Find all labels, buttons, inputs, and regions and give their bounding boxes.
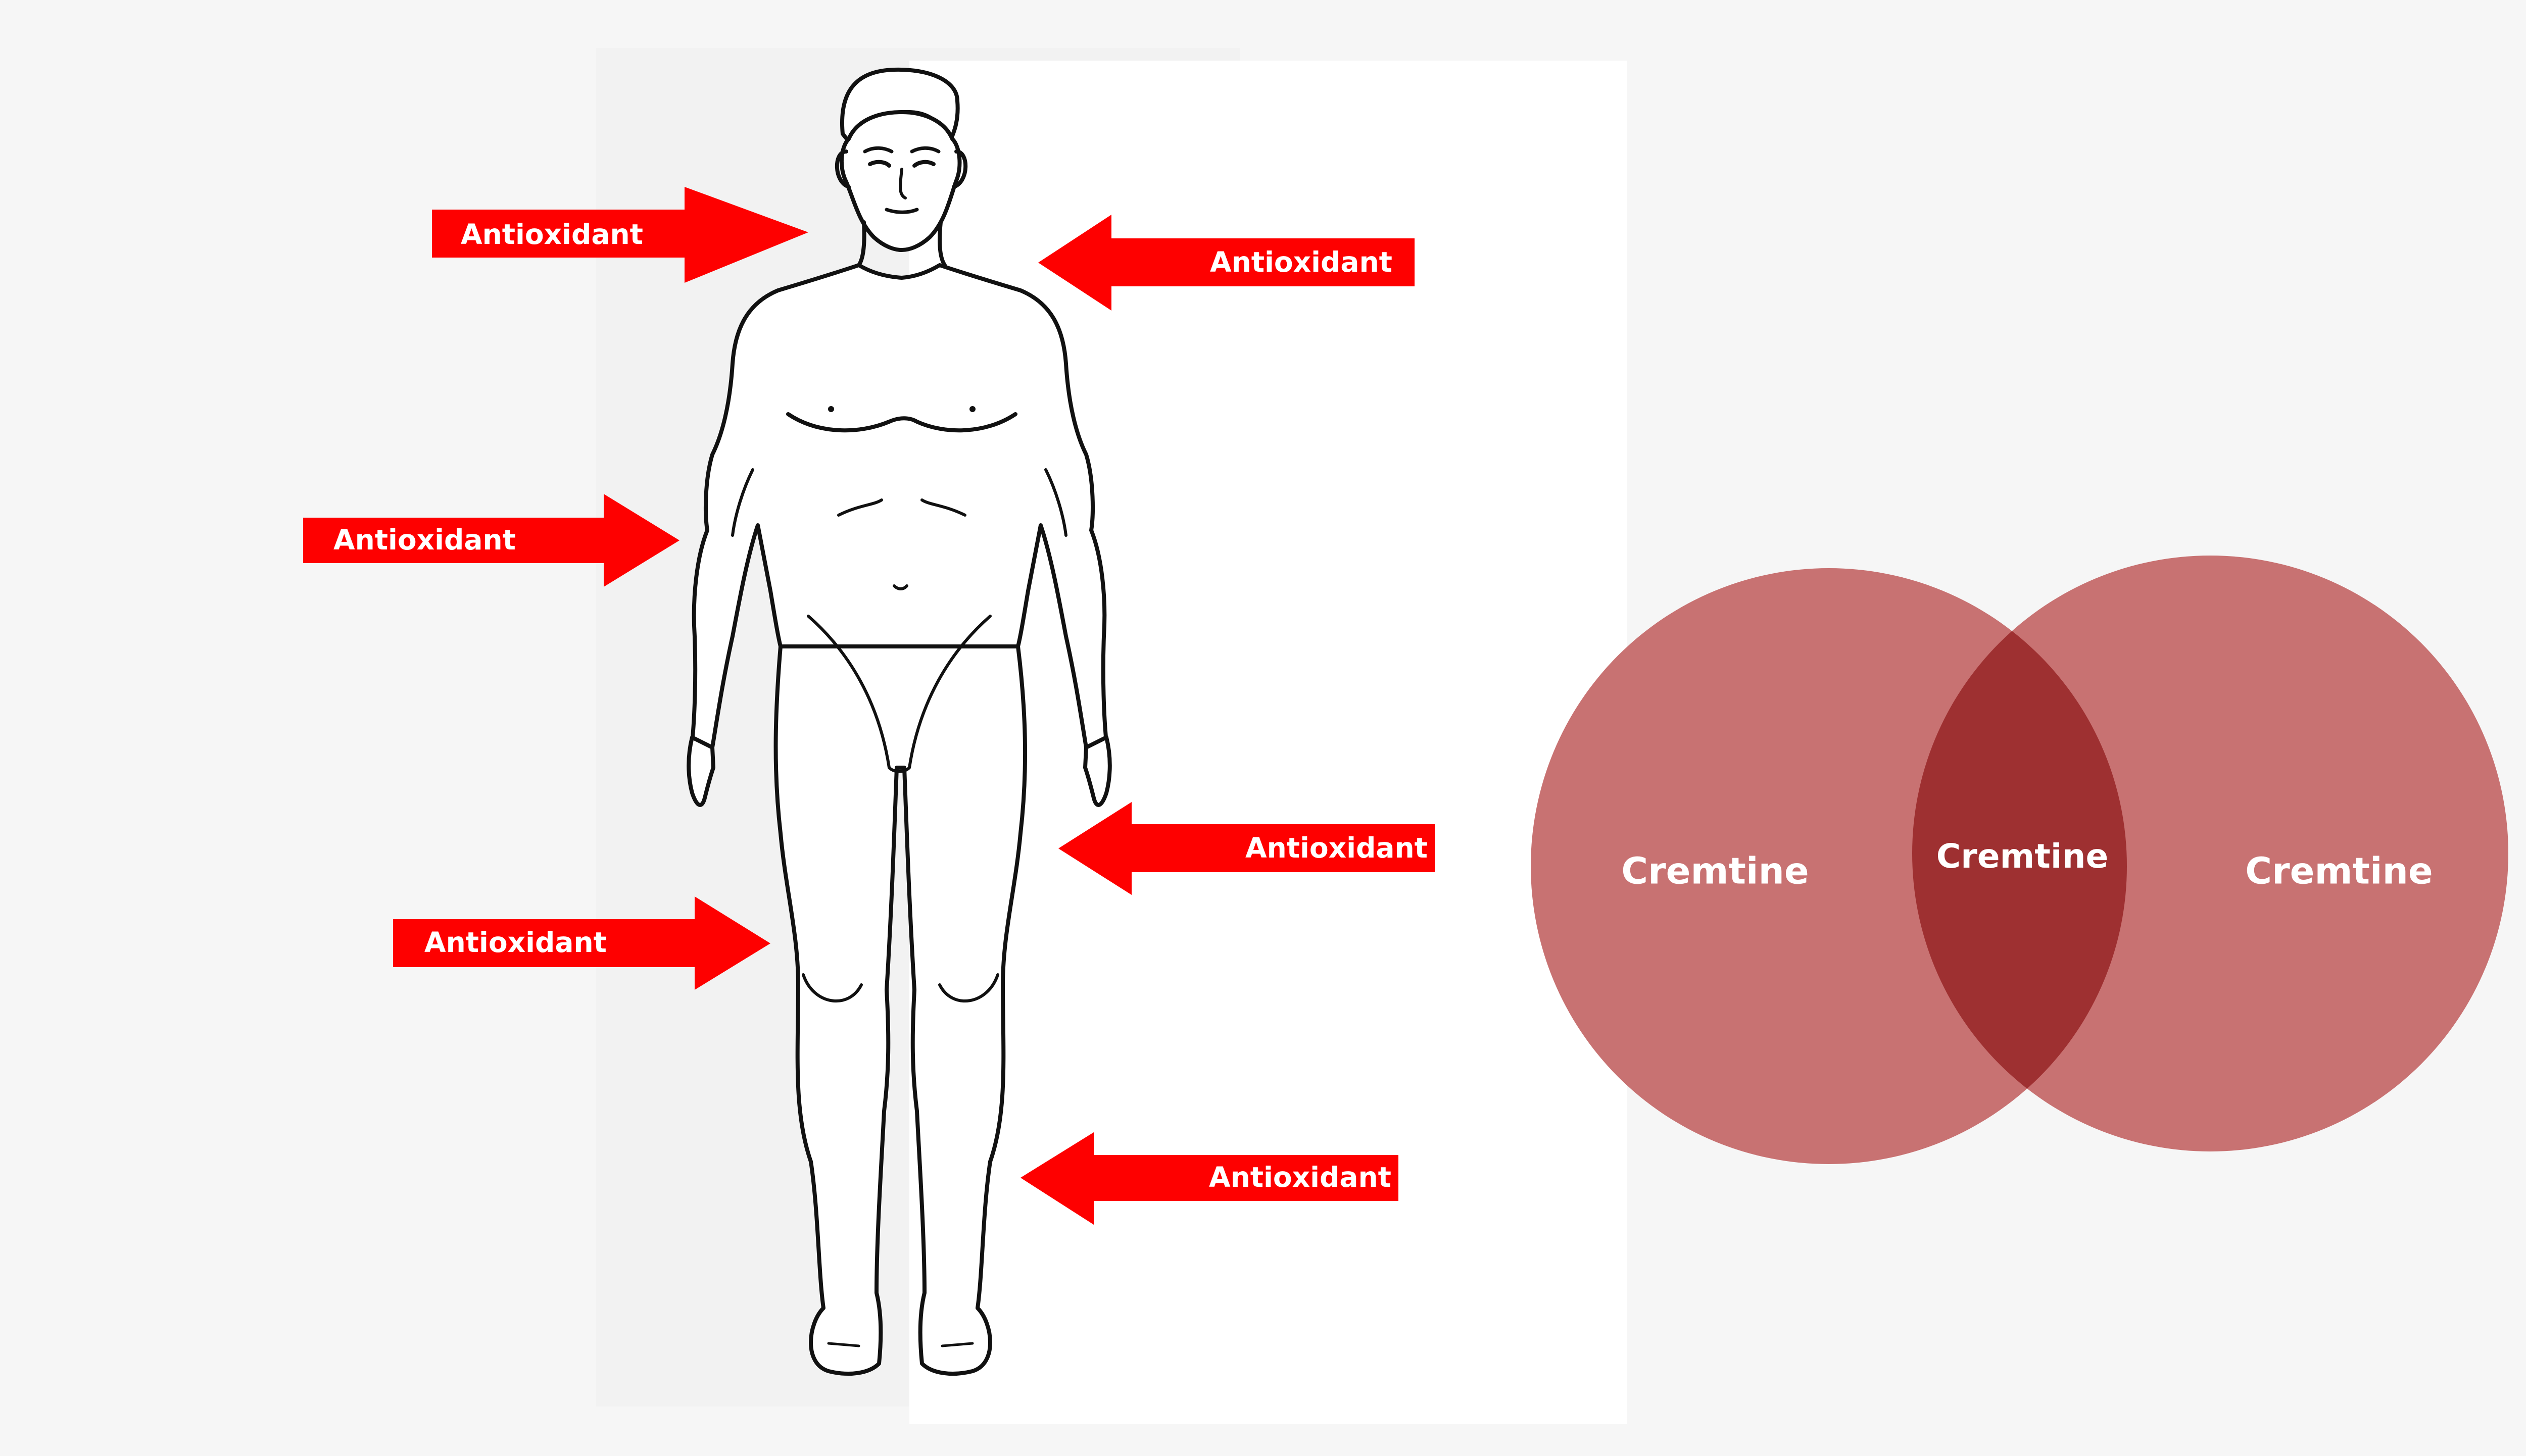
right-hand [1083,735,1112,807]
left-arrow-shape [1038,215,1415,311]
venn-label-left: Cremtine [1621,850,1809,892]
antioxidant-arrow-2: Antioxidant [1038,215,1415,311]
arrow-label-2: Antioxidant [1210,246,1392,278]
right-arrow-shape [303,494,679,587]
antioxidant-arrow-5: Antioxidant [393,896,770,990]
antioxidant-arrow-3: Antioxidant [303,494,679,587]
human-body-figure [687,67,1112,1376]
legs [773,644,1028,1376]
arrow-label-5: Antioxidant [424,926,607,959]
antioxidant-arrow-4: Antioxidant [1058,802,1435,895]
arrow-label-6: Antioxidant [1209,1161,1391,1193]
left-hand [687,735,715,807]
venn-label-right: Cremtine [2245,850,2433,892]
left-arrow-shape [1021,1132,1398,1225]
arrow-group: Antioxidant Antioxidant Antioxidant Anti… [303,187,1435,1225]
right-arrow-shape [432,187,808,283]
arrow-label-1: Antioxidant [461,218,643,250]
venn-overlap [1912,568,2127,1151]
antioxidant-arrow-6: Antioxidant [1021,1132,1398,1225]
venn-diagram: Cremtine Cremtine Cremtine [1531,556,2508,1164]
venn-label-overlap: Cremtine [1936,837,2108,876]
arrow-label-3: Antioxidant [333,524,516,556]
left-arrow-shape [1058,802,1435,895]
antioxidant-arrow-1: Antioxidant [432,187,808,283]
arrow-label-4: Antioxidant [1245,832,1428,864]
right-arrow-shape [393,896,770,990]
